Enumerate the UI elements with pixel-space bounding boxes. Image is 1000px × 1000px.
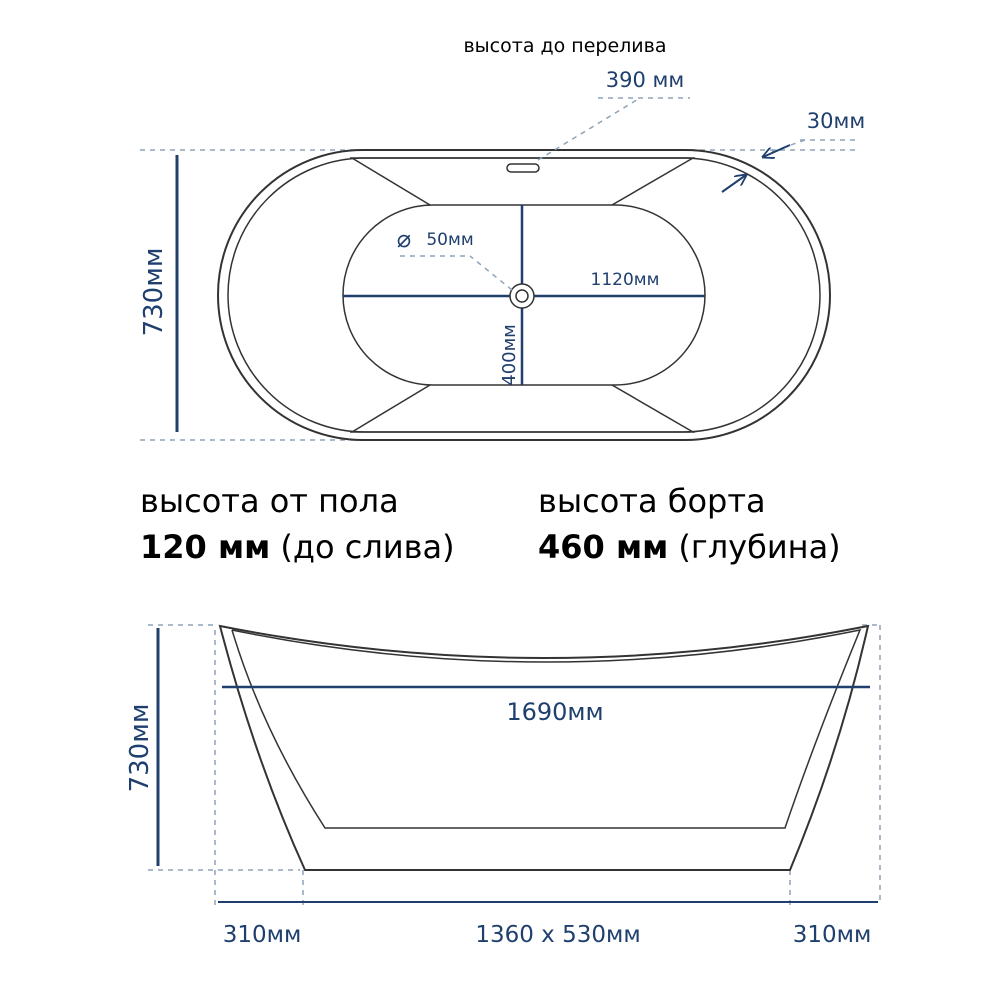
rim-arrow-outer — [763, 144, 791, 157]
slope-bottom-left — [351, 384, 431, 433]
drain-diameter-label: 50мм — [426, 230, 473, 250]
overall-length-label: 1690мм — [506, 698, 603, 726]
floor-height-value-line: 120 мм (до слива) — [140, 524, 455, 570]
overflow-height-value: 390 мм — [606, 68, 684, 92]
overall-height-label: 730мм — [125, 704, 155, 793]
side-view — [148, 624, 881, 905]
slope-bottom-right — [611, 384, 694, 433]
overflow-height-label: высота до перелива — [463, 35, 666, 57]
rim-height-label: высота борта — [538, 482, 766, 520]
rim-width-label: 30мм — [807, 109, 865, 133]
inner-width-label: 400мм — [499, 324, 520, 386]
floor-height-spec: высота от пола 120 мм (до слива) — [140, 478, 455, 570]
rim-height-value: 460 мм — [538, 528, 669, 566]
slope-top-left — [351, 157, 431, 206]
rim-arrow-inner — [721, 175, 746, 193]
floor-height-label: высота от пола — [140, 482, 399, 520]
drain-diameter-symbol: ⌀ — [397, 225, 411, 253]
left-offset-label: 310мм — [223, 922, 302, 948]
base-size-label: 1360 х 530мм — [475, 922, 640, 948]
overflow-hole — [506, 163, 540, 173]
rim-height-spec: высота борта 460 мм (глубина) — [538, 478, 841, 570]
right-offset-label: 310мм — [793, 922, 872, 948]
top-view — [140, 97, 860, 441]
overall-width-label: 730мм — [139, 248, 169, 337]
rim-height-note: (глубина) — [678, 528, 841, 566]
rim-height-value-line: 460 мм (глубина) — [538, 524, 841, 570]
inner-length-label: 1120мм — [591, 270, 660, 290]
drain-inner — [515, 289, 529, 303]
tub-side-inner — [231, 628, 862, 829]
floor-height-value: 120 мм — [140, 528, 271, 566]
slope-top-right — [611, 157, 694, 206]
floor-height-note: (до слива) — [280, 528, 455, 566]
